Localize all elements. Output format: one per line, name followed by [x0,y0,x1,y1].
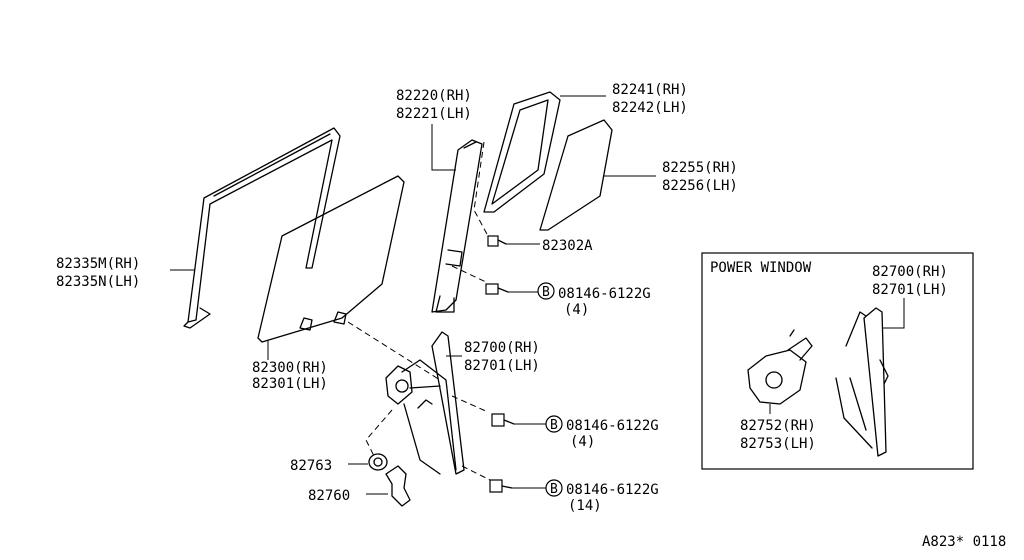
label-bolt-middle-qty: (4) [570,434,595,450]
label-sash-rh: 82220(RH) [396,88,472,104]
bolt-middle [451,395,563,433]
label-handle-cap: 82763 [290,458,332,474]
label-glass-run-rh: 82335M(RH) [56,256,140,272]
label-bolt-lower: 08146-6122G [566,482,659,498]
power-window-title: POWER WINDOW [710,260,812,276]
screw [473,141,507,247]
bolt-symbol-lower: B [550,482,558,497]
label-sash-lh: 82221(LH) [396,106,472,122]
label-glass-run-lh: 82335N(LH) [56,274,140,290]
bolt-lower [461,465,563,497]
label-motor-lh: 82753(LH) [740,436,816,452]
label-bolt-middle: 08146-6122G [566,418,659,434]
label-motor-rh: 82752(RH) [740,418,816,434]
label-handle: 82760 [308,488,350,504]
label-door-glass-rh: 82300(RH) [252,360,328,376]
weatherstrip [483,91,561,213]
label-bolt-upper-qty: (4) [564,302,589,318]
bolt-upper [451,265,555,300]
drawing-id: A823* 0118 [922,534,1006,550]
label-regulator-lh: 82701(LH) [464,358,540,374]
label-regulator-rh: 82700(RH) [464,340,540,356]
bolt-symbol-upper: B [542,285,550,300]
glass-run-channel [183,127,341,329]
window-regulator [347,321,465,475]
label-bolt-upper: 08146-6122G [558,286,651,302]
label-door-glass-lh: 82301(LH) [252,376,328,392]
label-bolt-lower-qty: (14) [568,498,602,514]
label-fixed-glass-rh: 82255(RH) [662,160,738,176]
label-weatherstrip-rh: 82241(RH) [612,82,688,98]
label-weatherstrip-lh: 82242(LH) [612,100,688,116]
bolt-symbol-middle: B [550,418,558,433]
label-pw-regulator-lh: 82701(LH) [872,282,948,298]
label-screw: 82302A [542,238,593,254]
rear-sash [431,139,483,313]
fixed-glass [539,119,613,231]
power-window-regulator [835,307,889,457]
door-glass [257,175,405,343]
handle-cap [365,409,393,471]
window-handle [385,465,411,507]
power-window-motor [747,329,813,405]
power-window-box [701,252,974,470]
label-pw-regulator-rh: 82700(RH) [872,264,948,280]
label-fixed-glass-lh: 82256(LH) [662,178,738,194]
